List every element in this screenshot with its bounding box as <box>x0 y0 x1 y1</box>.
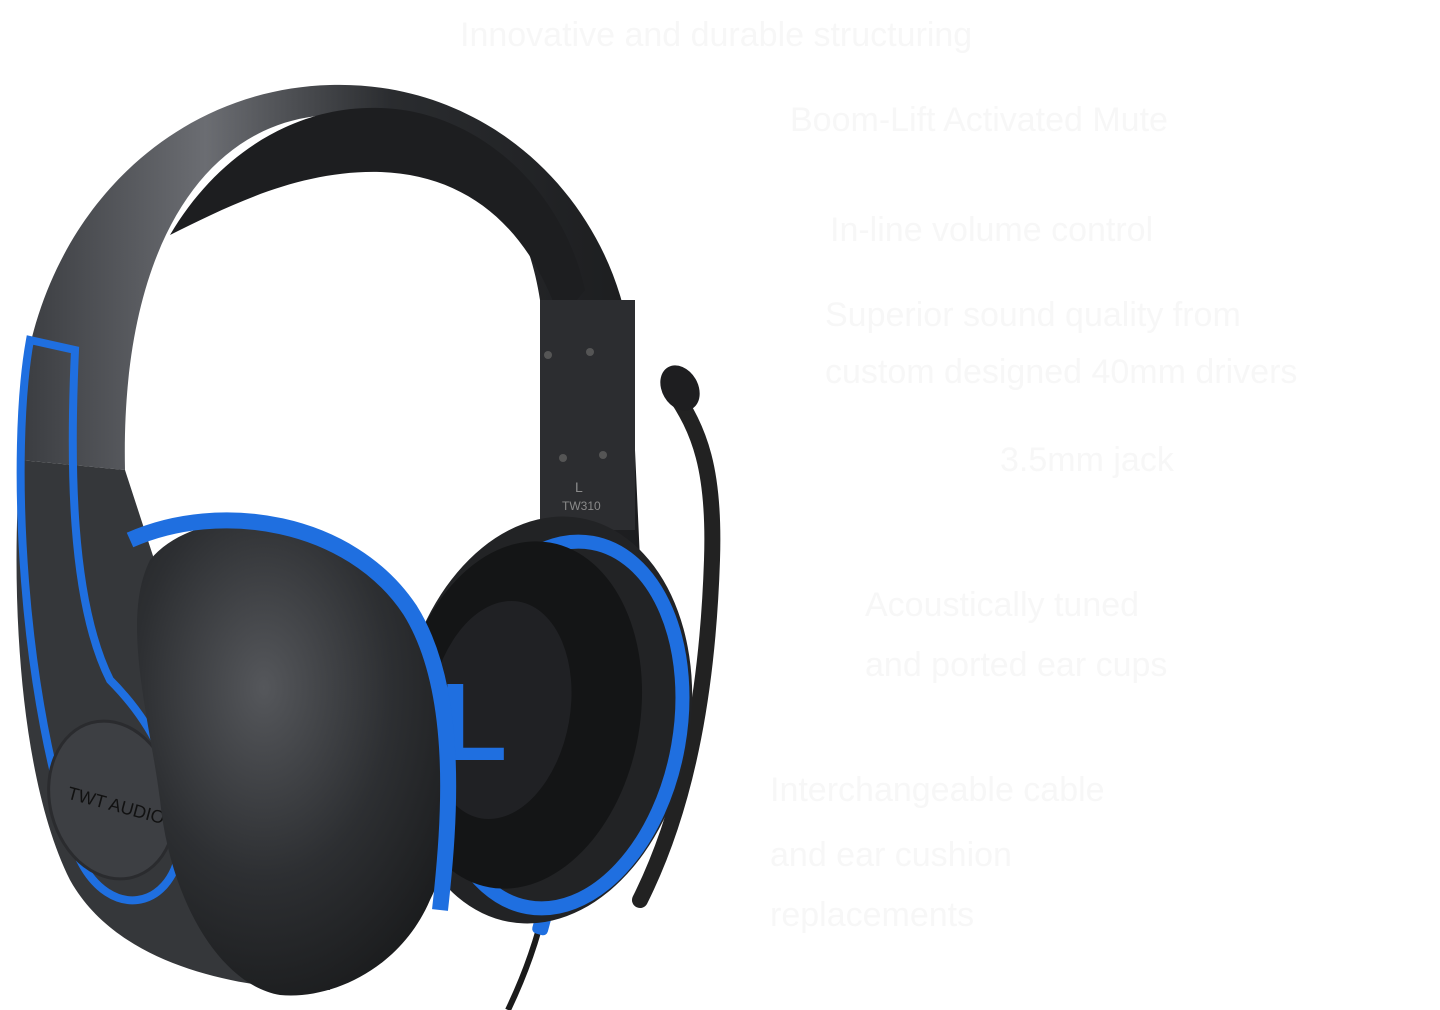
feature-text: Innovative and durable structuring <box>460 16 973 54</box>
feature-text: custom designed 40mm drivers <box>825 353 1298 391</box>
mic-boom <box>632 382 721 908</box>
feature-text: In-line volume control <box>830 211 1154 249</box>
headband-slider <box>540 300 635 530</box>
left-earcup-ring <box>126 512 457 911</box>
feature-text: Interchangeable cable <box>770 771 1105 809</box>
headband <box>19 84 640 560</box>
feature-text: Boom-Lift Activated Mute <box>790 101 1168 139</box>
headband-cushion <box>170 107 585 320</box>
feature-text: and ear cushion <box>770 836 1012 874</box>
feature-text: Superior sound quality from <box>825 296 1241 334</box>
model-label: TW310 <box>562 499 601 513</box>
feature-text: replacements <box>770 896 975 934</box>
left-ear-cushion <box>137 522 454 996</box>
right-ear-cushion-inner <box>428 600 572 820</box>
mic-capsule <box>660 365 700 411</box>
feature-text: 3.5mm jack <box>1000 441 1174 479</box>
feature-text: and ported ear cups <box>865 646 1168 684</box>
side-marker: L <box>575 479 583 495</box>
feature-text: Acoustically tuned <box>865 586 1140 624</box>
